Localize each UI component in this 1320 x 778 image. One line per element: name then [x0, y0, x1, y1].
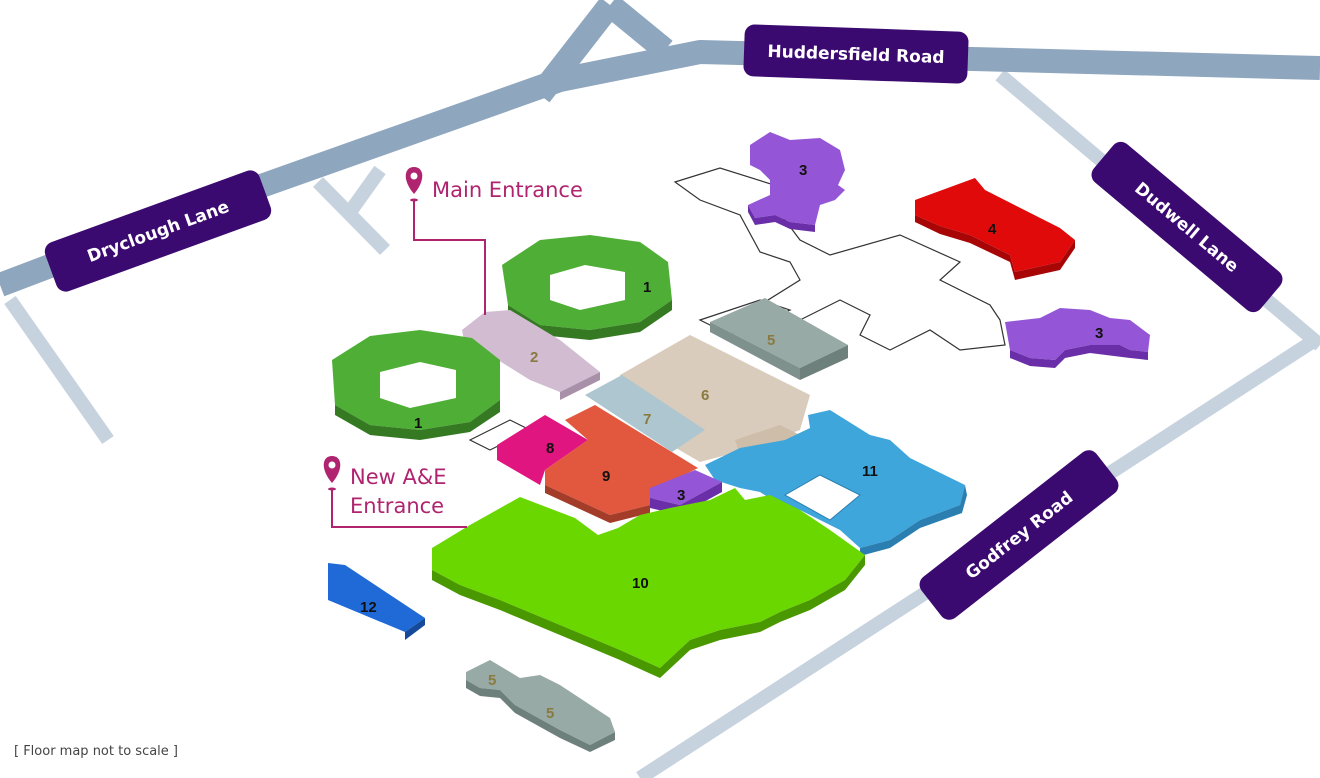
building-3-top[interactable]: 3 [748, 132, 845, 232]
building-5-lower[interactable]: 5 5 [466, 660, 615, 752]
building-5-top-label: 5 [767, 332, 775, 349]
ae-entrance-label-line1: New A&E [350, 465, 447, 489]
main-entrance[interactable]: Main Entrance [405, 167, 583, 202]
entrance-lines [331, 200, 486, 528]
scale-note: [ Floor map not to scale ] [14, 744, 178, 759]
building-7-label: 7 [643, 411, 651, 428]
building-12[interactable]: 12 [328, 563, 425, 640]
building-5-low-b-label: 5 [546, 705, 554, 722]
building-1-top-label: 1 [643, 279, 651, 296]
building-7[interactable]: 7 [585, 375, 705, 452]
road-label-huddersfield: Huddersfield Road [743, 24, 969, 84]
building-4[interactable]: 4 [915, 178, 1075, 280]
building-1-top[interactable]: 1 [502, 235, 672, 340]
road-label-dudwell: Dudwell Lane [1091, 141, 1283, 313]
building-2-label: 2 [530, 349, 538, 366]
building-10-label: 10 [632, 575, 649, 592]
building-3-small[interactable]: 3 [650, 470, 722, 515]
ae-entrance[interactable]: New A&E Entrance [323, 456, 447, 518]
building-2[interactable]: 2 [462, 310, 600, 400]
building-4-label: 4 [988, 221, 997, 238]
building-12-label: 12 [360, 599, 377, 616]
road-label-godfrey: Godfrey Road [919, 450, 1119, 620]
building-3-right-label: 3 [1095, 325, 1103, 342]
location-pin-icon [405, 167, 423, 194]
location-pin-icon [323, 456, 341, 483]
building-11-label: 11 [862, 463, 878, 480]
building-5-low-a-label: 5 [488, 672, 496, 689]
building-10[interactable]: 10 [432, 488, 865, 678]
building-1-bottom-label: 1 [414, 415, 422, 432]
building-9[interactable]: 9 [545, 405, 698, 523]
building-11[interactable]: 11 [705, 410, 967, 556]
building-8[interactable]: 8 [497, 415, 588, 485]
building-3-top-label: 3 [799, 162, 807, 179]
building-6-label: 6 [701, 387, 709, 404]
building-5-top[interactable]: 5 [710, 298, 848, 380]
ae-entrance-label-line2: Entrance [350, 494, 444, 518]
road-label-dryclough: Dryclough Lane [44, 170, 272, 292]
main-entrance-label: Main Entrance [432, 178, 583, 202]
building-9-label: 9 [602, 468, 610, 485]
building-1-bottom[interactable]: 1 [332, 330, 500, 440]
building-8-label: 8 [546, 440, 554, 457]
building-3-small-label: 3 [677, 487, 685, 504]
building-3-right[interactable]: 3 [1005, 308, 1150, 368]
